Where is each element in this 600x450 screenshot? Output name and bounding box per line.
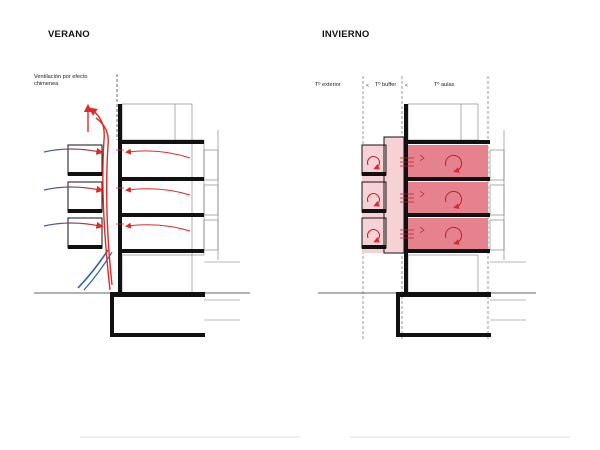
zone-sep-lt-2: <	[405, 83, 408, 89]
winter-floor-slabs	[362, 104, 491, 337]
zone-label-buffer: Tº buffer	[375, 82, 397, 88]
winter-section: < <	[318, 76, 536, 340]
zone-label-exterior: Tº exterior	[315, 82, 341, 88]
winter-balconies	[361, 136, 405, 254]
summer-building-outline	[121, 103, 240, 321]
zone-sep-lt-1: <	[366, 83, 369, 89]
summer-floor-slabs	[110, 104, 205, 337]
winter-heated-rooms	[406, 145, 488, 249]
zone-label-classrooms: Tº aulas	[434, 82, 455, 88]
winter-title: INVIERNO	[322, 29, 370, 40]
buffer-zone-fill	[384, 137, 404, 253]
summer-balconies	[67, 144, 103, 249]
winter-heat-arrows	[400, 154, 425, 239]
ventilation-label: Ventilación por efecto chimenea	[34, 74, 88, 87]
summer-title: VERANO	[48, 29, 90, 40]
summer-section	[34, 74, 250, 337]
summer-warm-air-arrows	[83, 103, 191, 291]
balcony-buffer-fill	[362, 145, 386, 253]
winter-swirl-icons	[367, 154, 462, 245]
